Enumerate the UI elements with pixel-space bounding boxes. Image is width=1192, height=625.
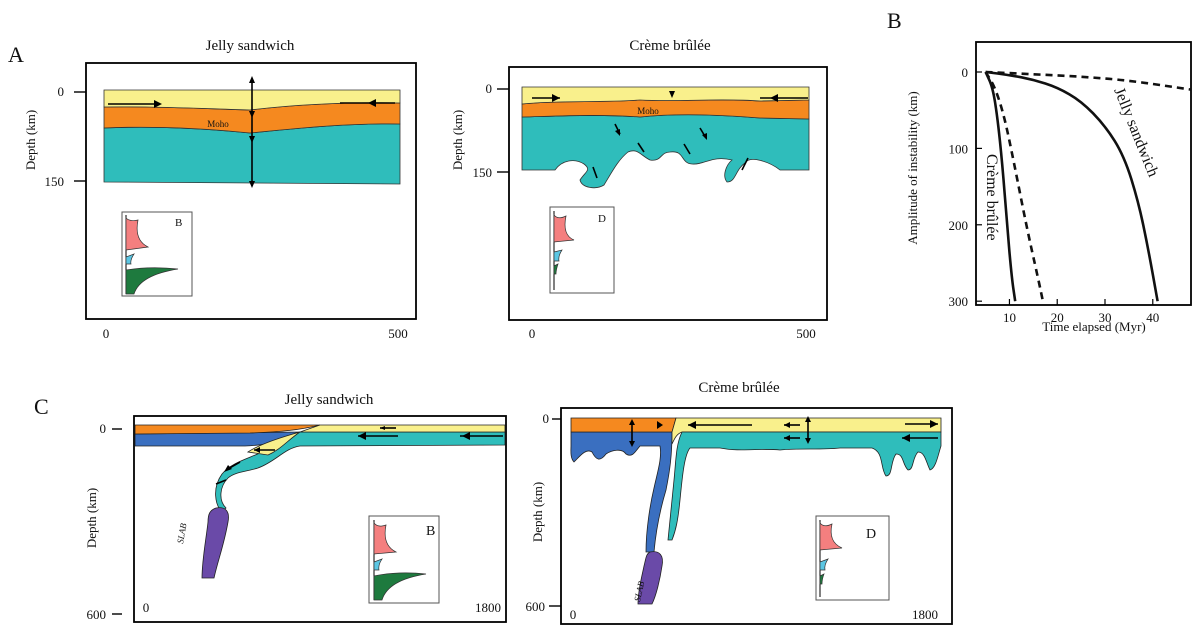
panel-a-right-xtick-0: 0	[529, 326, 536, 341]
lower-plate-teal-right	[667, 431, 942, 541]
flow-arrows-c-right	[629, 416, 938, 447]
panel-b-xtick-label: 10	[1003, 310, 1016, 325]
flow-arrows	[108, 76, 395, 188]
curve-label-jelly-sandwich: Jelly sandwich	[1110, 85, 1161, 179]
panel-c-left-xtick-1800: 1800	[475, 600, 501, 615]
panel-b-frame	[975, 41, 1192, 306]
panel-b-xlabel: Time elapsed (Myr)	[1042, 319, 1146, 334]
panel-c-right-frame	[560, 407, 953, 625]
curve-label-creme-brulee: Crème brûlée	[983, 154, 1000, 241]
panel-b-series-1	[985, 70, 1192, 91]
panel-a-right-ytick-150: 150	[473, 165, 493, 180]
panel-a-left-title: Jelly sandwich	[206, 38, 295, 54]
panel-b-ylabel: Amplitude of instability (km)	[905, 91, 920, 244]
panel-a-right-title: Crème brûlée	[629, 38, 711, 54]
panel-b-ytick-label: 300	[949, 294, 969, 309]
panel-c-left-title: Jelly sandwich	[285, 392, 374, 408]
inset-label-d: D	[598, 213, 606, 225]
panel-a-left-xtick-500: 500	[388, 326, 408, 341]
panel-a-left-ytick-0: 0	[58, 84, 65, 99]
panel-a-left-ytick-150: 150	[45, 174, 65, 189]
slab-purple-right	[637, 551, 663, 605]
panel-b-curves	[984, 70, 1192, 302]
panel-b-xtick-label: 30	[1099, 310, 1112, 325]
panel-a-left-frame	[85, 62, 417, 320]
panel-b-ytick-label: 100	[949, 141, 969, 156]
panel-b-yticks: 0 100 200 300	[949, 65, 982, 309]
panel-c-left-xtick-0: 0	[143, 600, 150, 615]
panel-b-xticks: 10 20 30 40	[1003, 299, 1159, 325]
panel-b: B Amplitude of instability (km) Time ela…	[887, 8, 1192, 334]
panel-b-series-2	[984, 71, 1017, 302]
moho-label: Moho	[207, 119, 229, 129]
strength-inset-c-creme: D	[815, 515, 890, 601]
panel-c: C Jelly sandwich Depth (km) 0 600 0 1800…	[34, 380, 953, 625]
panel-a-right-xtick-500: 500	[796, 326, 816, 341]
slab-purple	[201, 507, 229, 579]
panel-c-right-xtick-0: 0	[570, 607, 577, 622]
panel-c-left-frame	[133, 415, 507, 623]
panel-c-right-xtick-1800: 1800	[912, 607, 938, 622]
moho-label-right: Moho	[637, 106, 659, 116]
panel-c-letter: C	[34, 394, 49, 419]
panel-a: A Jelly sandwich Depth (km) 0 150 0 500 …	[8, 38, 828, 341]
flow-arrows-right	[532, 91, 808, 179]
panel-c-left-ytick-600: 600	[87, 607, 107, 622]
panel-a-letter: A	[8, 42, 24, 67]
inset-label-c-d: D	[866, 527, 876, 542]
strength-inset-jelly: B	[121, 211, 193, 297]
panel-c-right-title: Crème brûlée	[698, 380, 780, 396]
inset-label-b: B	[175, 217, 182, 229]
panel-c-right-ylabel: Depth (km)	[530, 482, 545, 542]
upper-crust-wedge	[246, 424, 506, 456]
panel-b-ytick-label: 200	[949, 218, 969, 233]
panel-c-left-ytick-0: 0	[100, 421, 107, 436]
panel-c-right-ytick-0: 0	[543, 411, 550, 426]
panel-a-right-frame	[508, 66, 828, 321]
strength-inset-c-jelly: B	[368, 515, 440, 604]
panel-a-right-ytick-0: 0	[486, 81, 493, 96]
panel-b-series-3	[984, 71, 1045, 302]
panel-c-right-ytick-600: 600	[526, 599, 546, 614]
panel-b-xtick-label: 40	[1146, 310, 1159, 325]
panel-a-right-ylabel: Depth (km)	[450, 110, 465, 170]
upper-crust-layer-right	[521, 86, 810, 105]
flow-arrows-c-left	[215, 426, 503, 485]
strength-inset-creme: D	[549, 206, 615, 294]
panel-b-ytick-label: 0	[962, 65, 969, 80]
slab-label-left: SLAB	[175, 522, 188, 544]
panel-c-left-ylabel: Depth (km)	[84, 488, 99, 548]
inset-label-c-b: B	[426, 524, 435, 539]
panel-a-left-ylabel: Depth (km)	[23, 110, 38, 170]
panel-a-left-xtick-0: 0	[103, 326, 110, 341]
panel-b-xtick-label: 20	[1051, 310, 1064, 325]
panel-b-series-0	[985, 70, 1159, 302]
subducting-slab-blue-right	[570, 431, 673, 553]
slab-label-right: SLAB	[632, 580, 646, 603]
panel-b-letter: B	[887, 8, 902, 33]
mantle-layer-drips	[521, 114, 810, 189]
